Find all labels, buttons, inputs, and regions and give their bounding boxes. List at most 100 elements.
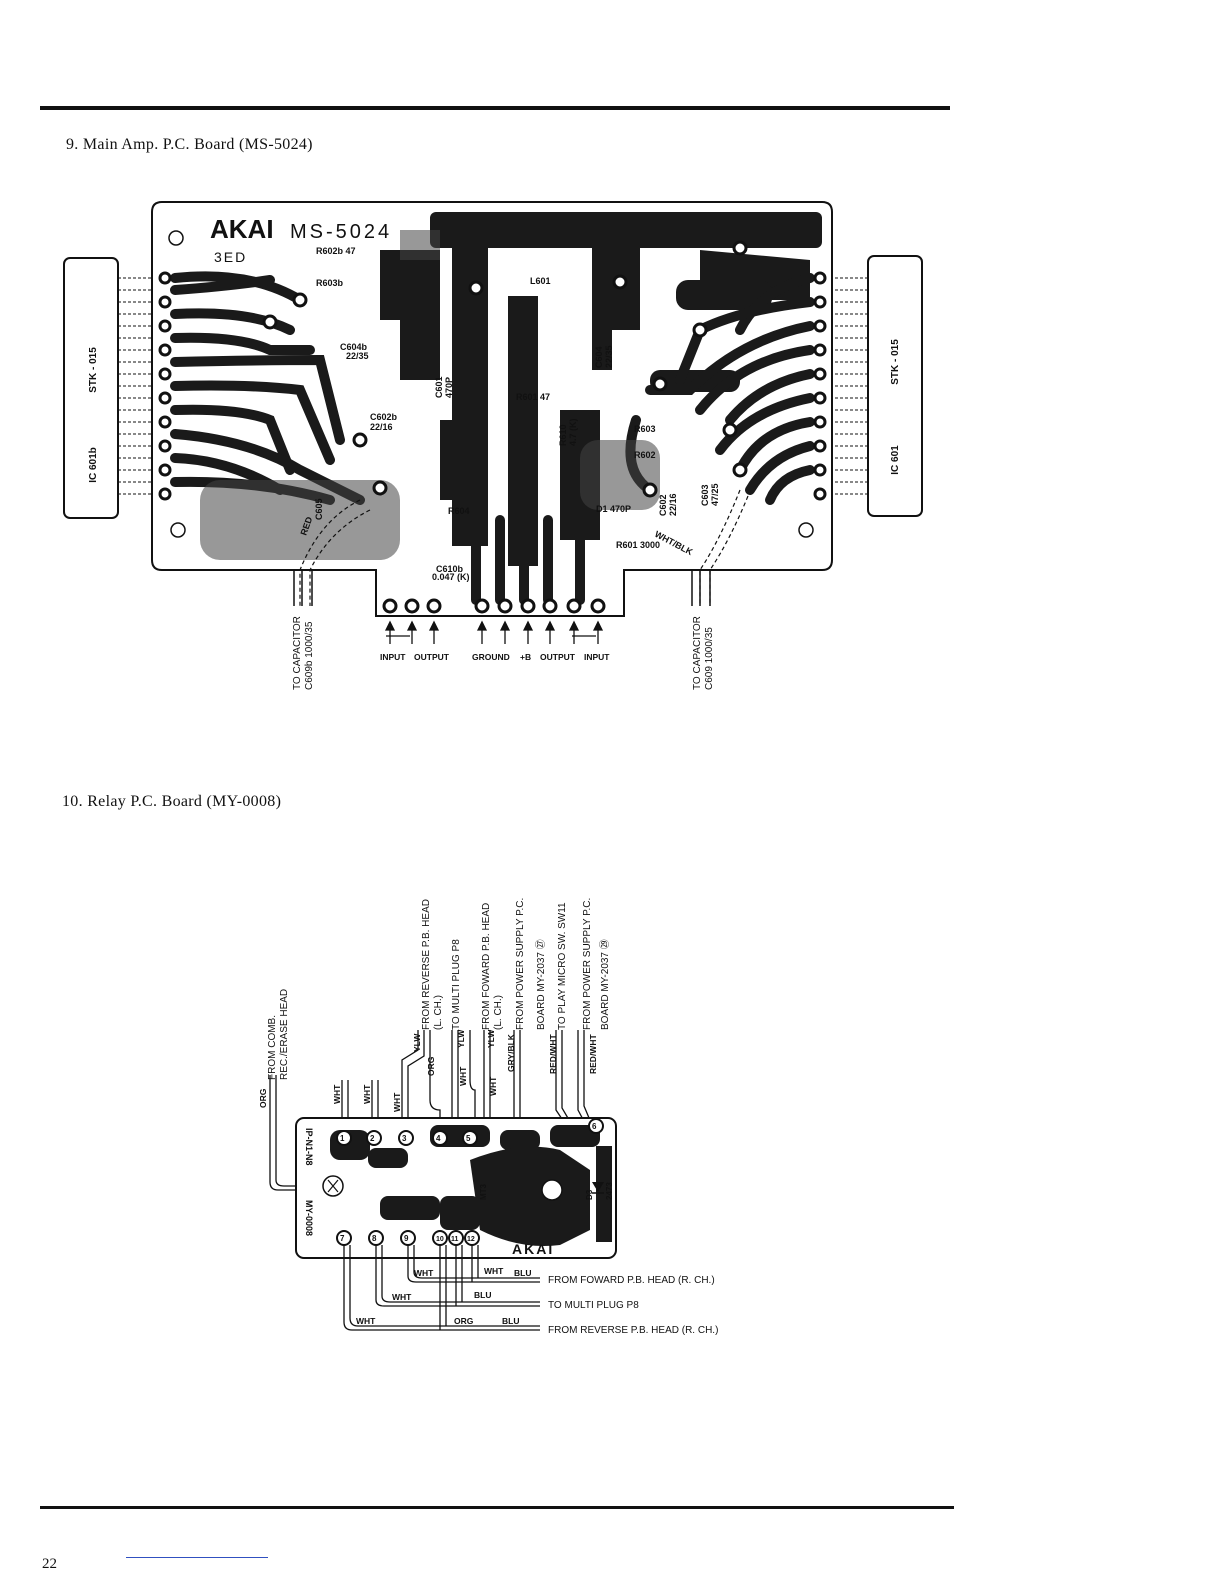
wire-color: WHT bbox=[332, 1084, 342, 1104]
dest-label: FROM FOWARD P.B. HEAD bbox=[481, 903, 492, 1030]
right-ic-type-label: STK - 015 bbox=[890, 339, 901, 385]
wire-color: ORG bbox=[258, 1088, 268, 1108]
component-label: 47/25 bbox=[710, 483, 720, 506]
terminal-label-input-left: INPUT bbox=[380, 652, 406, 662]
wire-color: RED/WHT bbox=[548, 1034, 558, 1074]
capacitor-wires bbox=[299, 489, 749, 606]
terminal-label-output-left: OUTPUT bbox=[414, 652, 450, 662]
relay-part-number: IP-N1-N8 bbox=[304, 1128, 314, 1166]
relay-board-brand: AKAI bbox=[512, 1241, 554, 1257]
component-label: C603 bbox=[700, 484, 710, 506]
wire-color: ORG bbox=[454, 1316, 474, 1326]
component-label: C605 bbox=[314, 498, 324, 520]
dest-label: TO MULTI PLUG P8 bbox=[548, 1300, 639, 1311]
relay-top-destinations: FROM COMB. REC./ERASE HEAD FROM REVERSE … bbox=[267, 898, 611, 1080]
component-label: R601 3000 bbox=[616, 540, 660, 550]
relay-bottom-wire-colors: WHT BLU WHT WHT BLU WHT ORG BLU bbox=[356, 1266, 531, 1326]
component-label: 4.7 (K) bbox=[568, 418, 578, 446]
terminal-labels: INPUT OUTPUT GROUND +B OUTPUT INPUT bbox=[380, 652, 610, 662]
terminal-arrows bbox=[384, 620, 604, 644]
component-label: 0.047 (K) bbox=[432, 572, 470, 582]
component-label: 470P bbox=[444, 377, 454, 398]
component-label: L601 bbox=[530, 276, 551, 286]
wire-color: WHT bbox=[414, 1268, 434, 1278]
board-code: 3ED bbox=[214, 249, 247, 265]
component-label: C602 bbox=[658, 494, 668, 516]
terminal-number: 9 bbox=[404, 1234, 409, 1243]
left-ic-type-label: STK - 015 bbox=[88, 347, 99, 393]
wire-color: BLU bbox=[502, 1316, 519, 1326]
wire-color: WHT bbox=[488, 1076, 498, 1096]
terminal-label-ground: GROUND bbox=[472, 652, 510, 662]
relay-component-label: D3 bbox=[585, 1189, 594, 1200]
relay-board-model: MY-0008 bbox=[304, 1200, 314, 1236]
wire-color: RED/WHT bbox=[588, 1034, 598, 1074]
terminal-label-output-right: OUTPUT bbox=[540, 652, 576, 662]
page-number: 22 bbox=[42, 1556, 57, 1572]
component-label: R610 bbox=[558, 424, 568, 446]
dest-label: TO MULTI PLUG P8 bbox=[451, 939, 462, 1030]
top-rule bbox=[40, 106, 950, 110]
terminal-number: 12 bbox=[467, 1236, 475, 1243]
wire-color: YLW bbox=[486, 1029, 496, 1048]
board-brand: AKAI bbox=[210, 214, 274, 244]
terminal-number: 7 bbox=[340, 1234, 345, 1243]
wire-color: GRY/BLK bbox=[506, 1033, 516, 1072]
component-label: D1 470P bbox=[596, 504, 631, 514]
wire-color: WHT bbox=[392, 1092, 402, 1112]
component-label: C601 bbox=[434, 376, 444, 398]
component-label: C604 bbox=[594, 346, 604, 368]
wire-color: WHT bbox=[458, 1066, 468, 1086]
terminal-number: 1 bbox=[340, 1134, 345, 1143]
relay-component-label: 2473 bbox=[605, 1182, 614, 1200]
component-label: C604b bbox=[340, 342, 368, 352]
component-label: 22/16 bbox=[370, 422, 393, 432]
wire-color: BLU bbox=[474, 1290, 491, 1300]
relay-pcb-diagram: FROM COMB. REC./ERASE HEAD FROM REVERSE … bbox=[258, 898, 718, 1336]
component-label: R604 bbox=[448, 506, 470, 516]
component-label: 22/35 bbox=[604, 345, 614, 368]
right-ic-module: STK - 015 IC 601 bbox=[867, 255, 923, 517]
dest-label: (L. CH.) bbox=[493, 995, 504, 1030]
terminal-number: 6 bbox=[592, 1122, 597, 1131]
dest-label: FROM REVERSE P.B. HEAD (R. CH.) bbox=[548, 1325, 718, 1336]
relay-bottom-wires bbox=[343, 1245, 540, 1331]
section-title-relay: 10. Relay P.C. Board (MY-0008) bbox=[62, 793, 282, 810]
wire-color: YLW bbox=[412, 1033, 422, 1052]
diode-symbol bbox=[592, 1182, 604, 1192]
component-label: 22/16 bbox=[668, 493, 678, 516]
board-model: MS-5024 bbox=[290, 221, 392, 243]
pads bbox=[158, 240, 827, 614]
component-label: 22/35 bbox=[346, 351, 369, 361]
dest-label: TO PLAY MICRO SW. SW11 bbox=[557, 902, 568, 1030]
component-label: C602b bbox=[370, 412, 398, 422]
relay-bottom-destinations: FROM FOWARD P.B. HEAD (R. CH.) TO MULTI … bbox=[548, 1275, 718, 1336]
dest-label: BOARD MY-2037 ㉙ bbox=[599, 939, 611, 1030]
left-capacitor-label-line2: C609b 1000/35 bbox=[304, 621, 315, 690]
terminal-number: 8 bbox=[372, 1234, 377, 1243]
terminal-label-plus-b: +B bbox=[520, 652, 531, 662]
relay-copper bbox=[330, 1125, 612, 1246]
right-ic-ref-label: IC 601 bbox=[890, 445, 901, 475]
component-label: R602 bbox=[634, 450, 656, 460]
dest-label: FROM REVERSE P.B. HEAD bbox=[421, 899, 432, 1030]
right-capacitor-label-line1: TO CAPACITOR bbox=[692, 616, 703, 690]
terminal-number: 4 bbox=[436, 1134, 441, 1143]
dest-label: BOARD MY-2037 ㉗ bbox=[535, 939, 547, 1030]
copper-speckle bbox=[200, 230, 660, 560]
dest-label: (L. CH.) bbox=[433, 995, 444, 1030]
left-ic-module: STK - 015 IC 601b bbox=[63, 257, 119, 519]
wire-color: BLU bbox=[514, 1268, 531, 1278]
dest-label: FROM FOWARD P.B. HEAD (R. CH.) bbox=[548, 1275, 715, 1286]
relay-top-wire-colors: ORG WHT WHT WHT YLW ORG YLW WHT YLW WHT … bbox=[258, 1029, 598, 1112]
dest-label: REC./ERASE HEAD bbox=[279, 989, 290, 1080]
capacitor-wire-stubs bbox=[293, 570, 711, 606]
wire-color: WHT bbox=[362, 1084, 372, 1104]
left-ic-ref-label: IC 601b bbox=[88, 447, 99, 483]
component-label: R603b bbox=[316, 278, 344, 288]
component-label: R603 bbox=[634, 424, 656, 434]
relay-terminals: 1 2 3 4 5 6 7 8 9 10 11 12 bbox=[336, 1118, 604, 1246]
dest-label: FROM POWER SUPPLY P.C. bbox=[582, 898, 593, 1030]
dest-label: FROM POWER SUPPLY P.C. bbox=[515, 898, 526, 1030]
terminal-number: 5 bbox=[466, 1134, 471, 1143]
